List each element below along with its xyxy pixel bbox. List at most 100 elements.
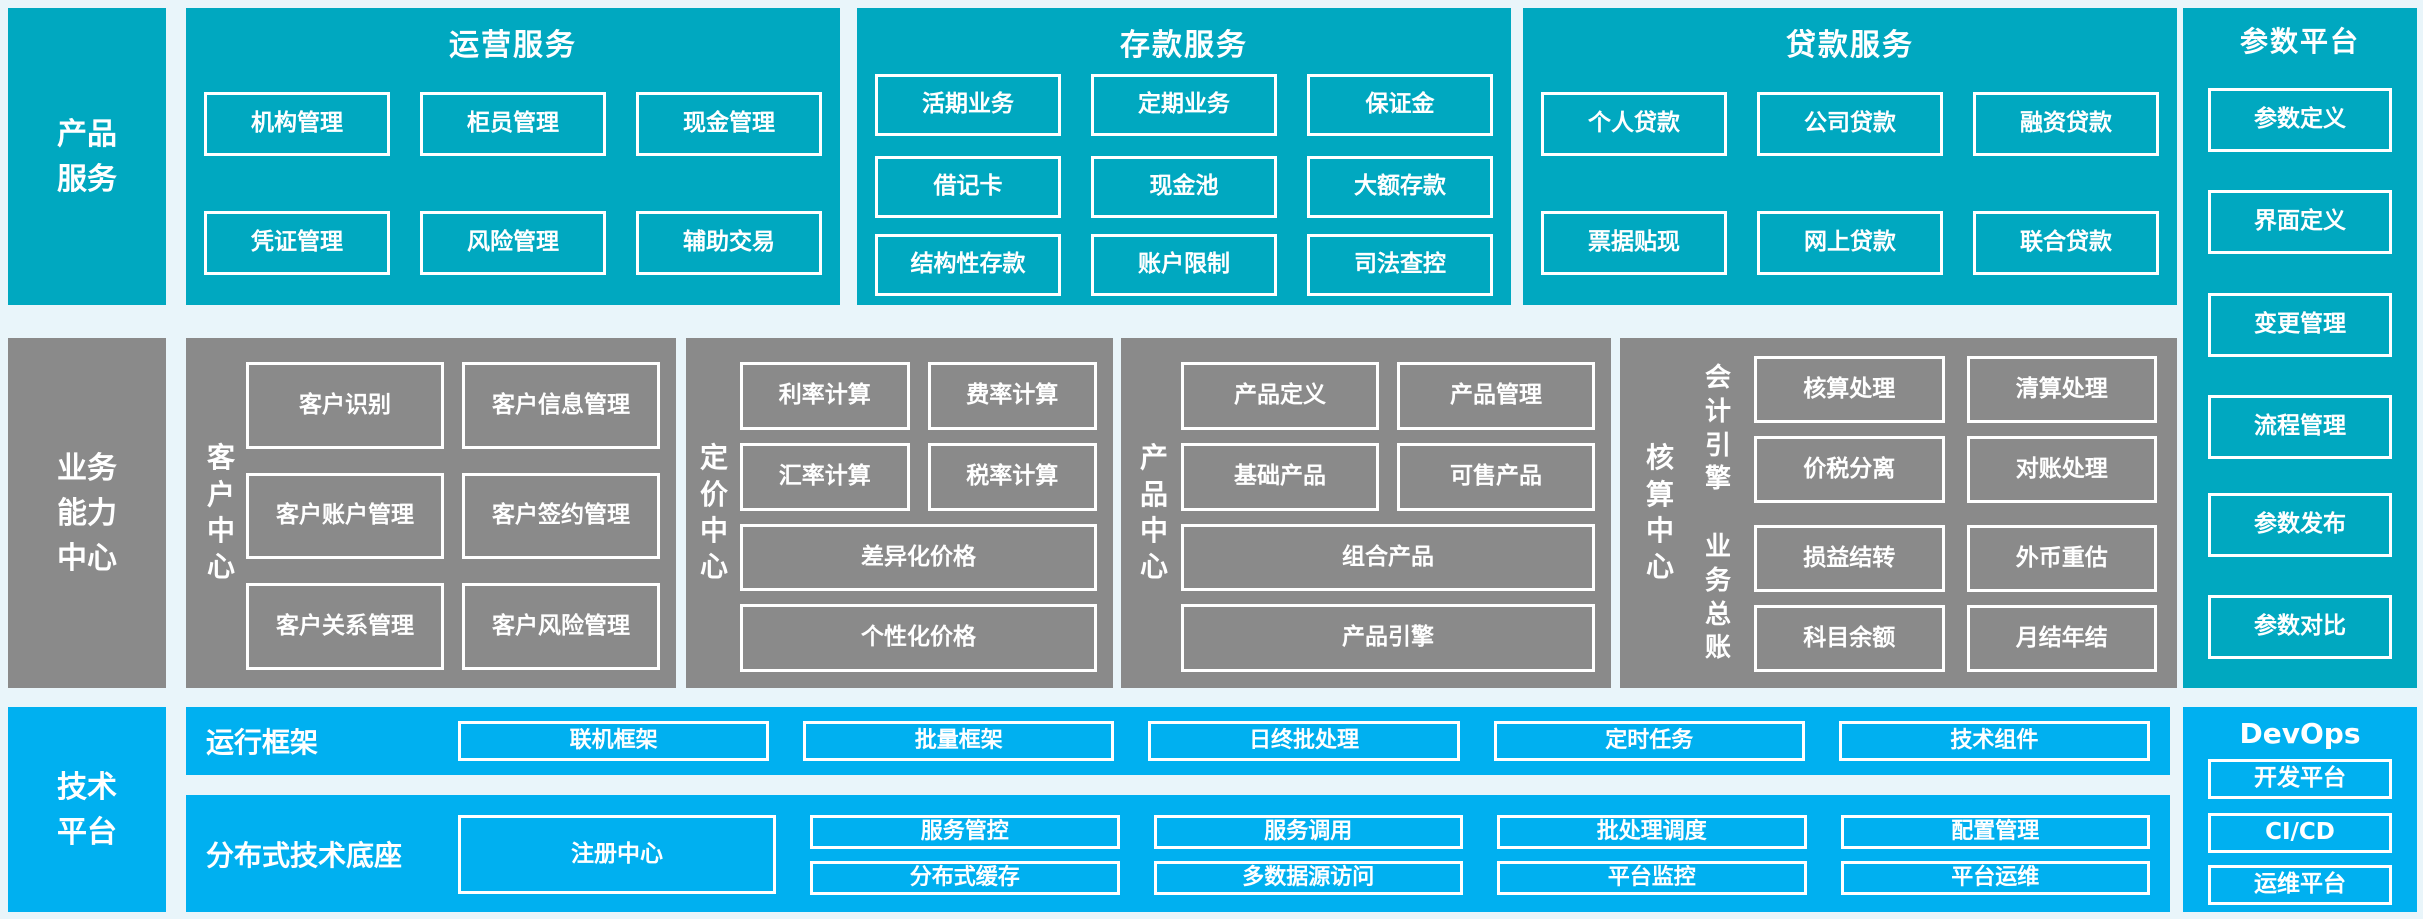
module-box-wide: 个性化价格	[740, 604, 1097, 672]
module-box-wide: 产品引擎	[1181, 604, 1595, 672]
section-title: 贷款服务	[1786, 28, 1914, 63]
box-grid: 客户识别 客户信息管理 客户账户管理 客户签约管理 客户关系管理 客户风险管理	[246, 362, 660, 670]
group-label-text: 会计引擎	[1704, 362, 1731, 495]
section-product-center: 产品中心 产品定义 产品管理 基础产品 可售产品 组合产品 产品引擎	[1121, 338, 1611, 688]
band-label-text: 业务能力中心	[57, 450, 117, 576]
module-box: 定期业务	[1091, 74, 1277, 136]
band-label-tech-platform: 技术平台	[8, 707, 166, 912]
box-row: 票据贴现 网上贷款 联合贷款	[1541, 211, 2159, 275]
module-box: 网上贷款	[1757, 211, 1943, 275]
group-label: 业务总账	[1696, 525, 1740, 672]
accounting-groups: 会计引擎 核算处理 清算处理 价税分离 对账处理 业务总账 损益结转 外币重估 …	[1696, 356, 2157, 672]
band-label-product-services: 产品服务	[8, 8, 166, 305]
module-box: 运维平台	[2208, 865, 2392, 905]
band-label-text: 技术平台	[57, 769, 117, 850]
box-row: 结构性存款 账户限制 司法查控	[875, 234, 1493, 296]
module-box: 科目余额	[1754, 605, 1945, 672]
module-box: 个人贷款	[1541, 92, 1727, 156]
module-box: 利率计算	[740, 362, 910, 430]
section-loan-services: 贷款服务 个人贷款 公司贷款 融资贷款 票据贴现 网上贷款 联合贷款	[1523, 8, 2177, 305]
module-box: 分布式缓存	[810, 861, 1120, 896]
module-box: 定时任务	[1493, 721, 1805, 761]
module-box: 税率计算	[927, 442, 1097, 511]
module-box: 客户风险管理	[462, 583, 660, 670]
module-box: 参数对比	[2208, 595, 2392, 659]
module-box: 流程管理	[2208, 395, 2392, 459]
box-row: 活期业务 定期业务 保证金	[875, 74, 1493, 136]
module-box: 服务管控	[810, 815, 1120, 850]
module-box: CI/CD	[2208, 813, 2392, 853]
module-box: 批量框架	[803, 721, 1115, 761]
module-box: 外币重估	[1966, 525, 2157, 592]
module-box: 联机框架	[458, 721, 770, 761]
box-row: 机构管理 柜员管理 现金管理	[204, 92, 822, 156]
box-grid: 服务管控 服务调用 批处理调度 配置管理 分布式缓存 多数据源访问 平台监控 平…	[810, 815, 2150, 896]
box-row: 联机框架 批量框架 日终批处理 定时任务 技术组件	[458, 721, 2151, 761]
box-grid: 核算处理 清算处理 价税分离 对账处理	[1754, 356, 2157, 503]
module-box: 配置管理	[1840, 815, 2150, 850]
section-pricing-center: 定价中心 利率计算 费率计算 汇率计算 税率计算 差异化价格 个性化价格	[686, 338, 1113, 688]
bar-label: 分布式技术底座	[206, 838, 403, 872]
module-box: 客户账户管理	[246, 472, 444, 560]
module-box: 客户信息管理	[462, 362, 660, 449]
module-box: 司法查控	[1307, 234, 1493, 296]
module-box: 批处理调度	[1497, 815, 1807, 850]
module-box: 借记卡	[875, 156, 1061, 218]
center-label-text: 客户中心	[206, 441, 235, 584]
box-row: 凭证管理 风险管理 辅助交易	[204, 211, 822, 275]
module-box: 活期业务	[875, 74, 1061, 136]
section-customer-center: 客户中心 客户识别 客户信息管理 客户账户管理 客户签约管理 客户关系管理 客户…	[186, 338, 676, 688]
module-box: 损益结转	[1754, 525, 1945, 592]
module-box: 平台监控	[1497, 861, 1807, 896]
bar-label: 运行框架	[206, 726, 319, 759]
center-label: 核算中心	[1638, 338, 1682, 688]
center-label-text: 定价中心	[699, 441, 728, 584]
box-grid: 利率计算 费率计算 汇率计算 税率计算 差异化价格 个性化价格	[740, 362, 1097, 672]
module-box: 可售产品	[1397, 442, 1595, 511]
module-box: 服务调用	[1153, 815, 1463, 850]
module-box: 技术组件	[1838, 721, 2151, 761]
box-grid: 损益结转 外币重估 科目余额 月结年结	[1754, 525, 2157, 672]
module-box: 柜员管理	[420, 92, 606, 156]
module-box-wide: 差异化价格	[740, 523, 1097, 592]
module-box: 公司贷款	[1757, 92, 1943, 156]
band-label-business-capability: 业务能力中心	[8, 338, 166, 688]
section-runtime-framework: 运行框架 联机框架 批量框架 日终批处理 定时任务 技术组件	[186, 707, 2170, 775]
center-label: 产品中心	[1131, 338, 1177, 688]
module-box: 保证金	[1307, 74, 1493, 136]
module-box: 参数定义	[2208, 88, 2392, 152]
module-box: 价税分离	[1754, 436, 1945, 503]
module-box: 费率计算	[927, 362, 1097, 430]
module-box: 风险管理	[420, 211, 606, 275]
module-box: 结构性存款	[875, 234, 1061, 296]
module-box: 融资贷款	[1973, 92, 2159, 156]
box-row: 借记卡 现金池 大额存款	[875, 156, 1493, 218]
module-box: 对账处理	[1966, 436, 2157, 503]
module-box: 大额存款	[1307, 156, 1493, 218]
module-box: 基础产品	[1181, 442, 1379, 511]
module-box: 联合贷款	[1973, 211, 2159, 275]
module-box: 月结年结	[1966, 605, 2157, 672]
module-box: 现金池	[1091, 156, 1277, 218]
section-parameter-platform: 参数平台 参数定义 界面定义 变更管理 流程管理 参数发布 参数对比	[2183, 8, 2417, 688]
registry-center-box: 注册中心	[458, 815, 776, 894]
module-box: 核算处理	[1754, 356, 1945, 423]
module-box: 参数发布	[2208, 493, 2392, 557]
group-label-text: 业务总账	[1704, 531, 1731, 664]
section-accounting-center: 核算中心 会计引擎 核算处理 清算处理 价税分离 对账处理 业务总账 损	[1620, 338, 2177, 688]
accounting-group: 业务总账 损益结转 外币重估 科目余额 月结年结	[1696, 525, 2157, 672]
center-label: 定价中心	[692, 338, 736, 688]
center-label: 客户中心	[198, 338, 244, 688]
module-box: 开发平台	[2208, 759, 2392, 799]
module-box: 汇率计算	[740, 442, 910, 511]
module-box-wide: 组合产品	[1181, 523, 1595, 592]
module-box: 机构管理	[204, 92, 390, 156]
module-box: 界面定义	[2208, 190, 2392, 254]
section-title: 运营服务	[449, 28, 577, 63]
module-box: 账户限制	[1091, 234, 1277, 296]
module-box: 辅助交易	[636, 211, 822, 275]
section-distributed-base: 分布式技术底座 注册中心 服务管控 服务调用 批处理调度 配置管理 分布式缓存 …	[186, 795, 2170, 912]
section-title: 参数平台	[2239, 25, 2360, 58]
section-deposit-services: 存款服务 活期业务 定期业务 保证金 借记卡 现金池 大额存款 结构性存款 账户…	[857, 8, 1511, 305]
